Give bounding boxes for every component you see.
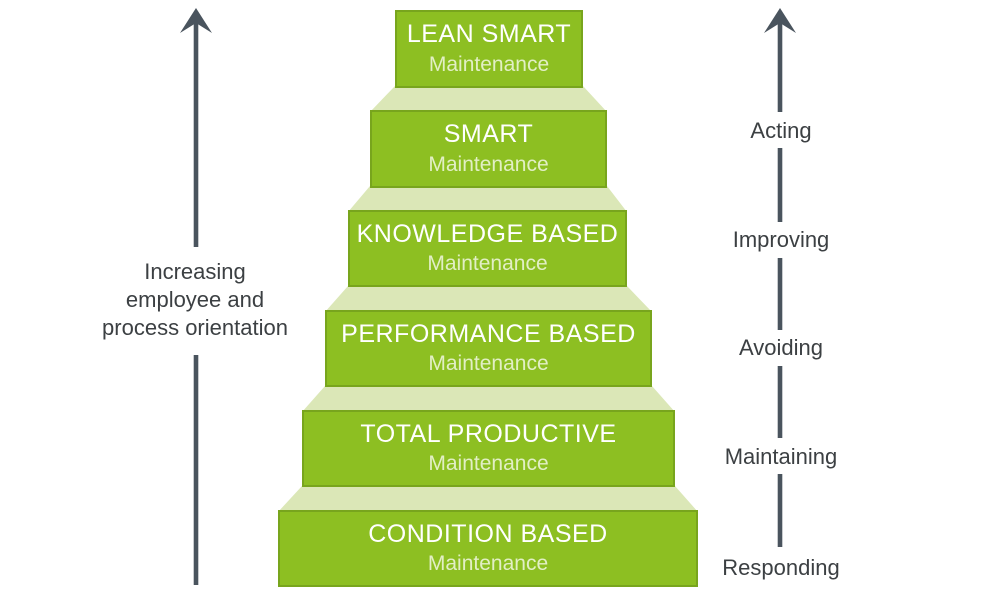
step-smart: SMART Maintenance [370, 110, 607, 188]
left-up-arrow-icon [180, 8, 212, 585]
right-axis-label-maintaining: Maintaining [724, 444, 838, 469]
right-up-arrow-icon [764, 8, 796, 547]
left-axis-label-line: employee and [125, 287, 265, 312]
step-total-productive: TOTAL PRODUCTIVE Maintenance [302, 410, 675, 487]
left-axis-label: Increasing employee and process orientat… [75, 258, 315, 342]
step-subtitle: Maintenance [428, 152, 549, 176]
right-axis-label-avoiding: Avoiding [739, 335, 823, 360]
step-connector [278, 486, 698, 512]
step-title: LEAN SMART [406, 20, 572, 49]
step-knowledge-based: KNOWLEDGE BASED Maintenance [348, 210, 627, 287]
step-subtitle: Maintenance [428, 452, 549, 476]
step-title: KNOWLEDGE BASED [356, 219, 619, 248]
right-axis-label-responding: Responding [722, 555, 840, 580]
step-connector [302, 386, 675, 412]
step-condition-based: CONDITION BASED Maintenance [278, 510, 698, 587]
step-title: PERFORMANCE BASED [341, 319, 636, 348]
step-subtitle: Maintenance [428, 352, 549, 376]
step-performance-based: PERFORMANCE BASED Maintenance [325, 310, 652, 387]
right-axis-label-improving: Improving [732, 227, 830, 252]
step-connector [325, 286, 652, 312]
step-connector [348, 186, 627, 212]
step-title: SMART [443, 120, 534, 149]
step-subtitle: Maintenance [428, 52, 550, 76]
left-axis-label-line: process orientation [102, 315, 288, 340]
step-connector [370, 86, 607, 112]
left-axis-label-line: Increasing [144, 259, 246, 284]
step-subtitle: Maintenance [427, 552, 549, 576]
step-lean-smart: LEAN SMART Maintenance [395, 10, 583, 88]
step-title: CONDITION BASED [368, 519, 608, 548]
step-subtitle: Maintenance [427, 252, 548, 276]
right-axis-label-acting: Acting [750, 118, 812, 143]
step-title: TOTAL PRODUCTIVE [360, 419, 617, 448]
